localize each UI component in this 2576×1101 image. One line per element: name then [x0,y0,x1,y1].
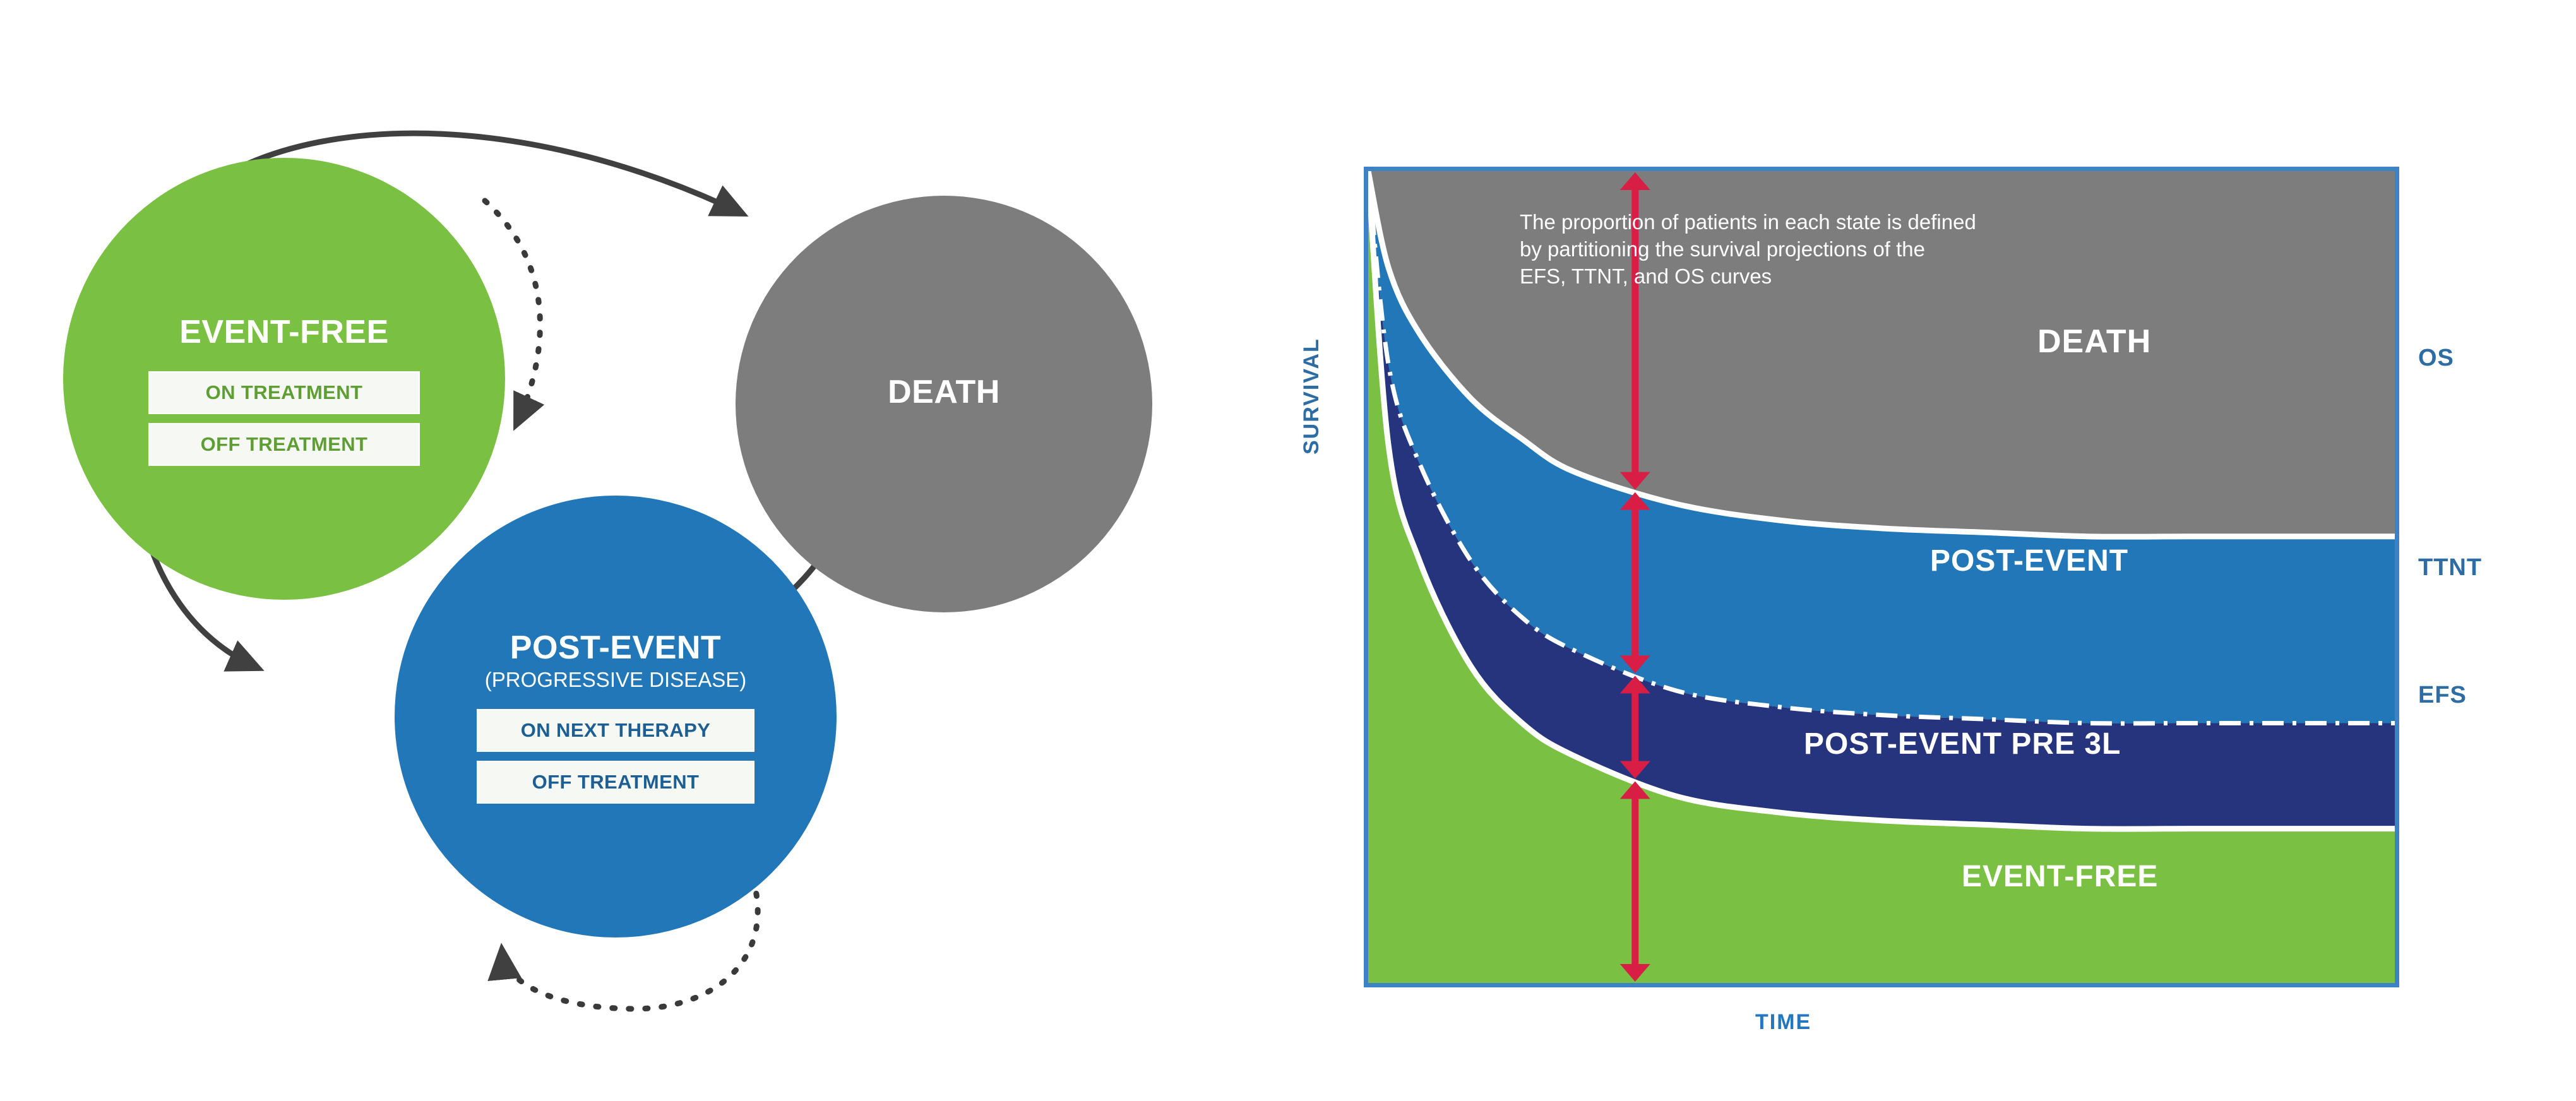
curve-ttnt [1368,171,2395,726]
band-label-event-free: EVENT-FREE [1962,860,2159,893]
chart-plot-inner [1368,171,2395,983]
curve-efs [1368,171,2395,832]
state-pill-off-treatment-post-event[interactable]: OFF TREATMENT [477,761,754,804]
partition-marker-2 [1619,675,1650,779]
partition-marker-0 [1619,172,1650,490]
state-pill-off-treatment[interactable]: OFF TREATMENT [148,423,420,466]
chart-plot-area: DEATH POST-EVENT POST-EVENT PRE 3L EVENT… [1364,167,2399,987]
curve-label-efs: EFS [2418,682,2467,708]
curve-os [1368,171,2395,540]
state-title-event-free: EVENT-FREE [179,314,389,350]
band-death [1368,171,2395,537]
state-title-death: DEATH [888,374,1000,410]
band-label-post-event: POST-EVENT [1930,544,2129,578]
partitioned-survival-chart: SURVIVAL DEATH POST-EVENT POST-EVENT PRE… [1288,51,2576,1073]
chart-y-axis-label: SURVIVAL [1299,338,1323,455]
state-transition-diagram: EVENT-FREE ON TREATMENT OFF TREATMENT PO… [0,0,1263,1101]
curve-label-ttnt: TTNT [2418,554,2483,581]
state-pill-on-treatment[interactable]: ON TREATMENT [148,371,420,414]
chart-bands-svg [1368,171,2395,983]
state-subtitle-post-event: (PROGRESSIVE DISEASE) [484,668,747,691]
band-label-post-event-pre-3l: POST-EVENT PRE 3L [1804,727,2121,761]
partition-marker-1 [1619,492,1650,674]
band-post-event [1368,171,2395,723]
chart-x-axis-label: TIME [1755,1010,1812,1034]
state-pill-on-next-therapy[interactable]: ON NEXT THERAPY [477,709,754,752]
state-title-post-event: POST-EVENT [510,629,722,666]
state-node-death[interactable]: DEATH [736,196,1152,612]
state-node-post-event[interactable]: POST-EVENT (PROGRESSIVE DISEASE) ON NEXT… [395,496,837,937]
band-post-event-pre-3l [1368,171,2395,830]
partition-marker-3 [1619,781,1650,982]
chart-annotation: The proportion of patients in each state… [1520,210,1976,288]
curve-label-os: OS [2418,345,2454,371]
band-label-death: DEATH [2037,323,2152,360]
state-node-event-free[interactable]: EVENT-FREE ON TREATMENT OFF TREATMENT [63,158,505,600]
